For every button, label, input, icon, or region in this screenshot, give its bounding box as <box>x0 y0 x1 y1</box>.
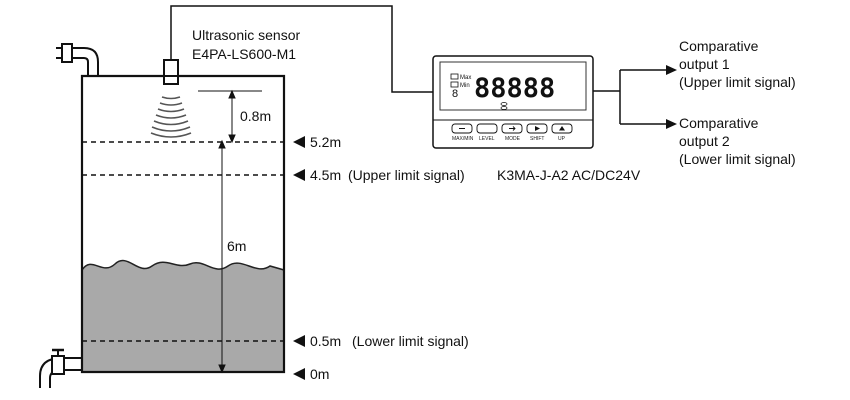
button-level[interactable]: LEVEL <box>476 123 498 142</box>
sensor-title: Ultrasonic sensor <box>192 27 300 43</box>
output-line: (Lower limit signal) <box>679 151 796 167</box>
dead-zone-dimension <box>228 89 236 144</box>
output-line: output 1 <box>679 56 730 72</box>
level-marker-4-5: 4.5m (Upper limit signal) <box>293 167 465 183</box>
sonic-waves-icon <box>150 96 192 138</box>
mode-arrow-icon <box>509 126 516 131</box>
level-marker-0: 0m <box>293 366 329 382</box>
arrow-right-icon <box>666 65 677 75</box>
inlet-pipe-icon <box>56 43 99 76</box>
left-triangle-icon <box>293 335 305 347</box>
controller-model: K3MA-J-A2 AC/DC24V <box>497 167 641 183</box>
output-1-label: Comparative output 1 (Upper limit signal… <box>679 38 796 90</box>
button-label: MAX/MIN <box>452 136 474 142</box>
button-label: UP <box>558 136 566 142</box>
level-value: 4.5m <box>310 167 341 183</box>
output-line: Comparative <box>679 115 759 131</box>
output-line: (Upper limit signal) <box>679 74 796 90</box>
left-triangle-icon <box>293 169 305 181</box>
arrow-right-icon <box>666 119 677 129</box>
tank-height-label: 6m <box>227 238 246 254</box>
left-triangle-icon <box>293 136 305 148</box>
level-value: 0.5m <box>310 333 341 349</box>
sensor-model: E4PA-LS600-M1 <box>192 46 296 62</box>
level-value: 5.2m <box>310 134 341 150</box>
button-label: MODE <box>505 136 521 142</box>
ultrasonic-sensor-icon <box>162 59 180 85</box>
button-label: SHIFT <box>530 136 544 142</box>
button-mode[interactable]: MODE <box>501 123 523 142</box>
button-up[interactable]: UP <box>551 123 573 142</box>
tank-height-dimension <box>218 139 226 374</box>
button-shift[interactable]: SHIFT <box>526 123 548 142</box>
output-wiring <box>593 69 668 125</box>
left-triangle-icon <box>293 368 305 380</box>
level-marker-0-5: 0.5m (Lower limit signal) <box>293 333 469 349</box>
outlet-faucet-icon <box>39 348 82 388</box>
output-line: Comparative <box>679 38 759 54</box>
output-2-label: Comparative output 2 (Lower limit signal… <box>679 115 796 167</box>
level-note: (Upper limit signal) <box>348 167 465 183</box>
button-label: LEVEL <box>479 136 495 142</box>
indicator-min: Min <box>460 83 470 89</box>
controller-panel: Max Min 8 88888 MAX/MIN LEVEL MODE SHI <box>432 55 594 149</box>
level-value: 0m <box>310 366 329 382</box>
output-line: output 2 <box>679 133 730 149</box>
shift-arrow-icon <box>535 126 540 131</box>
sensor-cable <box>170 5 433 93</box>
tank-body <box>80 74 286 374</box>
controller-display: 88888 <box>474 73 555 104</box>
indicator-digit: 8 <box>452 88 458 100</box>
level-marker-5-2: 5.2m <box>293 134 341 150</box>
button-max-min[interactable]: MAX/MIN <box>451 123 474 142</box>
up-arrow-icon <box>559 126 565 131</box>
status-icon <box>500 102 508 110</box>
indicator-max: Max <box>460 75 471 81</box>
liquid-fill <box>81 259 285 373</box>
dead-zone-label: 0.8m <box>240 108 271 124</box>
level-note: (Lower limit signal) <box>352 333 469 349</box>
